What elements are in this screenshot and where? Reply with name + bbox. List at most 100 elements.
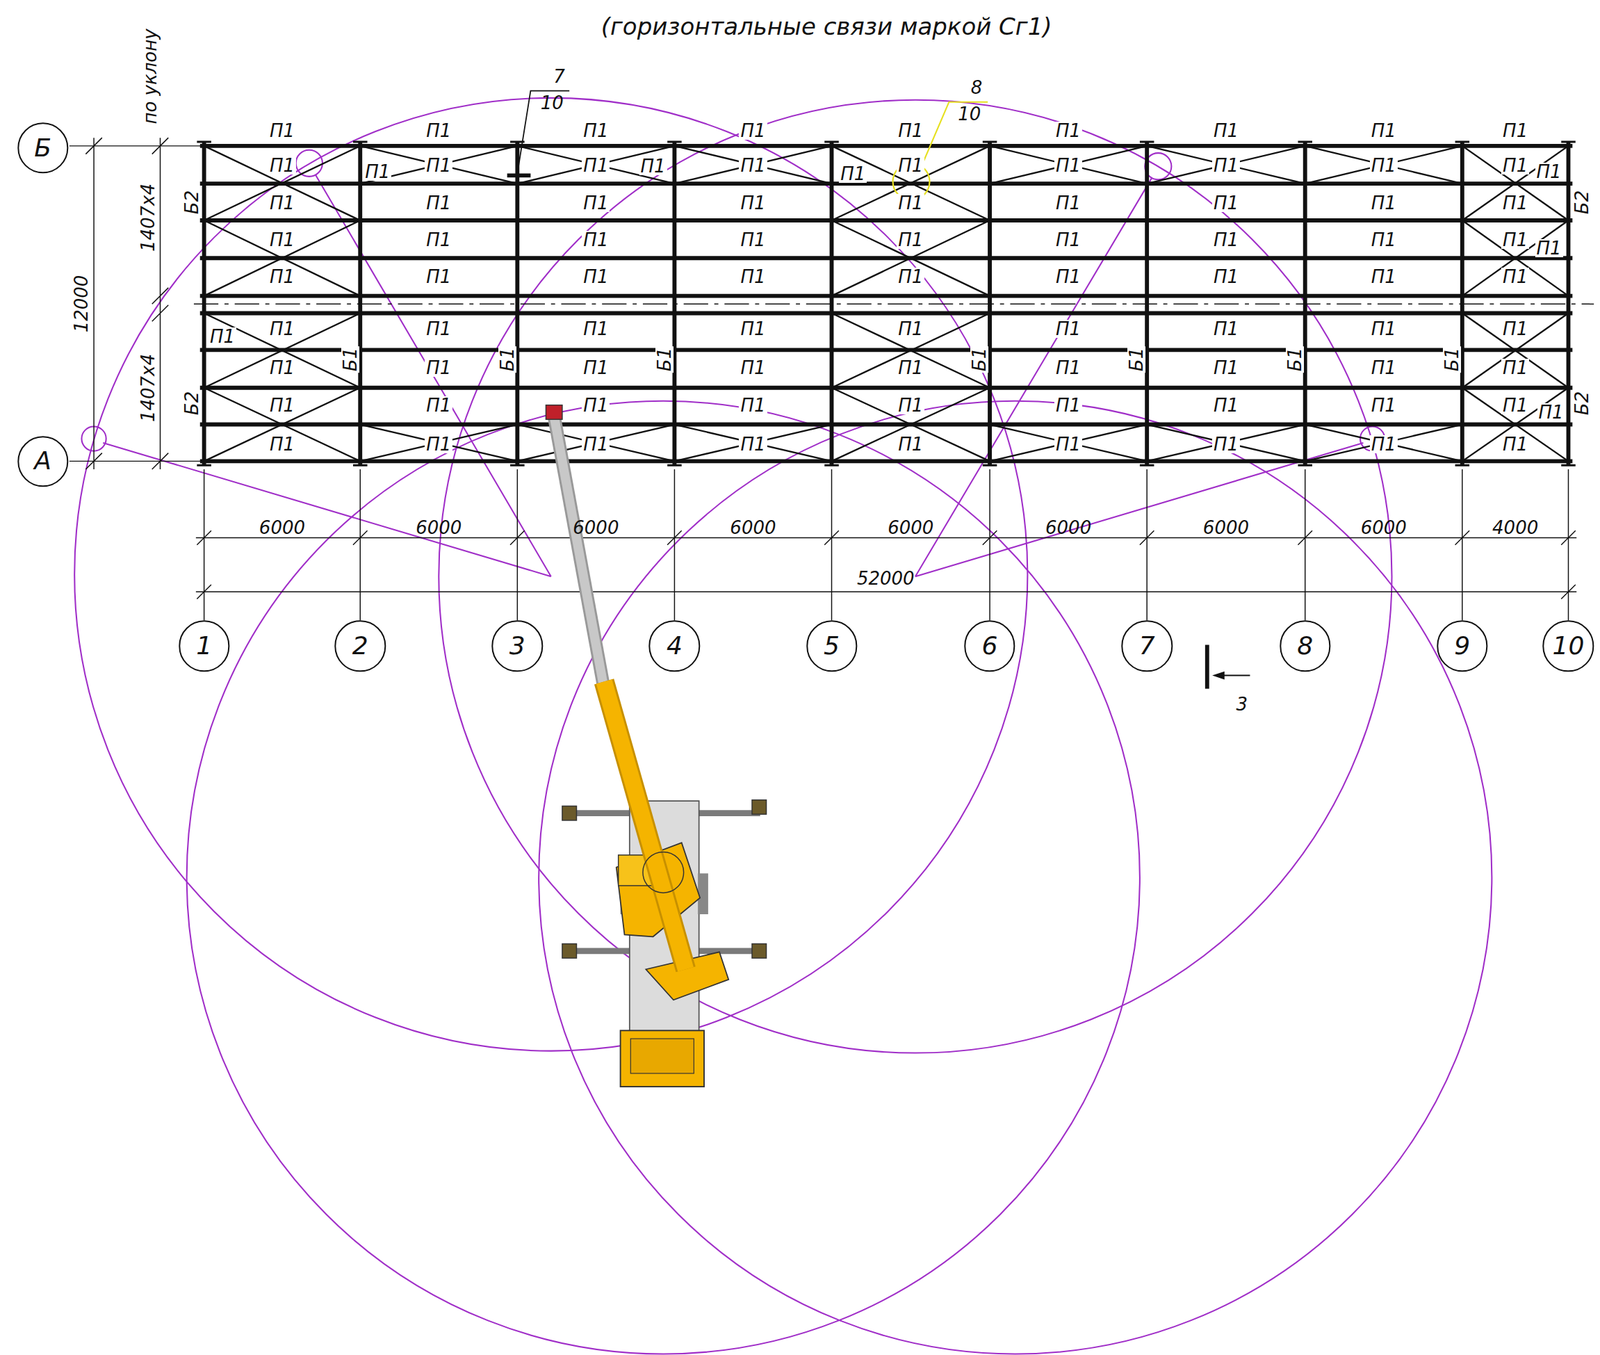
panel-mark: П1	[1369, 267, 1398, 286]
axis-label: 10	[1552, 633, 1585, 659]
panel-mark: П1	[268, 121, 297, 140]
center-line	[193, 303, 1594, 305]
panel-mark: П1	[896, 435, 925, 454]
purlins-and-beams	[200, 141, 1573, 465]
column-marks	[196, 141, 1575, 465]
dimension: 1407x4	[139, 352, 158, 424]
dimension: 6000	[1201, 518, 1251, 537]
drawing-title: (горизонтальные связи маркой Сг1)	[601, 14, 1053, 39]
panel-mark: П1	[1369, 358, 1398, 377]
panel-mark: П1	[838, 164, 867, 183]
panel-mark: П1	[424, 267, 453, 286]
section-number: 3	[1234, 695, 1250, 714]
panel-mark: П1	[1212, 230, 1240, 249]
panel-mark: П1	[1212, 156, 1240, 175]
panel-mark: П1	[1054, 358, 1083, 377]
panel-mark: П1	[424, 230, 453, 249]
axis-marker: 10	[1543, 620, 1594, 672]
axis-marker: 7	[1121, 620, 1172, 672]
axis-label: 4	[666, 633, 683, 659]
panel-mark: П1	[1054, 156, 1083, 175]
panel-mark: П1	[363, 162, 392, 181]
panel-mark: П1	[1501, 193, 1530, 212]
panel-mark: П1	[738, 121, 767, 140]
panel-mark: П1	[268, 358, 297, 377]
axis-marker: 2	[335, 620, 386, 672]
callout-number: 10	[956, 104, 983, 124]
panel-mark: П1	[738, 396, 767, 415]
panel-mark: П1	[896, 193, 925, 212]
beam-mark: Б2	[1572, 188, 1591, 215]
dimension: 12000	[72, 273, 91, 335]
panel-mark: П1	[896, 156, 925, 175]
panel-mark: П1	[1054, 230, 1083, 249]
panel-mark: П1	[738, 319, 767, 338]
panel-mark: П1	[1535, 239, 1564, 258]
panel-mark: П1	[1212, 358, 1240, 377]
panel-mark: П1	[268, 435, 297, 454]
axis-marker: 8	[1279, 620, 1331, 672]
panel-mark: П1	[896, 267, 925, 286]
panel-mark: П1	[581, 358, 610, 377]
axis-marker: Б	[17, 122, 69, 174]
panel-mark: П1	[1501, 121, 1530, 140]
panel-mark: П1	[1054, 267, 1083, 286]
panel-mark: П1	[581, 193, 610, 212]
panel-mark: П1	[1054, 435, 1083, 454]
beam-mark: Б2	[182, 188, 201, 215]
axis-label: 9	[1454, 633, 1471, 659]
panel-mark: П1	[1501, 358, 1530, 377]
panel-mark: П1	[738, 358, 767, 377]
panel-mark: П1	[424, 193, 453, 212]
panel-mark: П1	[896, 319, 925, 338]
axis-marker: А	[17, 435, 69, 487]
axis-label: Б	[34, 135, 52, 161]
panel-mark: П1	[1212, 121, 1240, 140]
panel-mark: П1	[424, 396, 453, 415]
panel-mark: П1	[1369, 319, 1398, 338]
panel-mark: П1	[738, 435, 767, 454]
dimension: 6000	[571, 518, 620, 537]
dimension: 4000	[1490, 518, 1540, 537]
panel-mark: П1	[896, 396, 925, 415]
dimension: 6000	[257, 518, 307, 537]
panel-mark: П1	[268, 156, 297, 175]
panel-mark: П1	[738, 267, 767, 286]
dimension: 6000	[1359, 518, 1409, 537]
panel-mark: П1	[1369, 230, 1398, 249]
dimension: 52000	[855, 569, 917, 588]
bracing-diagonals	[204, 145, 1569, 461]
beam-mark: Б1	[1442, 346, 1461, 373]
beam-mark: Б1	[341, 346, 360, 373]
panel-mark: П1	[738, 193, 767, 212]
panel-mark: П1	[424, 319, 453, 338]
panel-mark: П1	[268, 319, 297, 338]
panel-mark: П1	[1054, 396, 1083, 415]
axis-label: 8	[1296, 633, 1313, 659]
panel-mark: П1	[1369, 121, 1398, 140]
dimension-lines	[69, 137, 1577, 620]
panel-mark: П1	[1501, 267, 1530, 286]
panel-mark: П1	[424, 121, 453, 140]
panel-mark: П1	[896, 121, 925, 140]
panel-mark: П1	[1054, 193, 1083, 212]
panel-mark: П1	[1369, 396, 1398, 415]
panel-mark: П1	[738, 230, 767, 249]
callout-leaders	[507, 91, 988, 201]
dimension: 6000	[1043, 518, 1093, 537]
panel-mark: П1	[581, 156, 610, 175]
beam-mark: Б2	[182, 389, 201, 417]
panel-mark: П1	[1536, 403, 1565, 422]
beam-mark: Б1	[970, 346, 989, 373]
panel-mark: П1	[1369, 193, 1398, 212]
panel-mark: П1	[1501, 396, 1530, 415]
axis-label: 3	[509, 633, 526, 659]
axis-marker: 5	[806, 620, 857, 672]
panel-mark: П1	[208, 327, 237, 346]
beam-mark: Б1	[1285, 346, 1304, 373]
panel-mark: П1	[581, 396, 610, 415]
axis-label: 7	[1139, 633, 1156, 659]
panel-mark: П1	[581, 435, 610, 454]
panel-mark: П1	[1501, 435, 1530, 454]
